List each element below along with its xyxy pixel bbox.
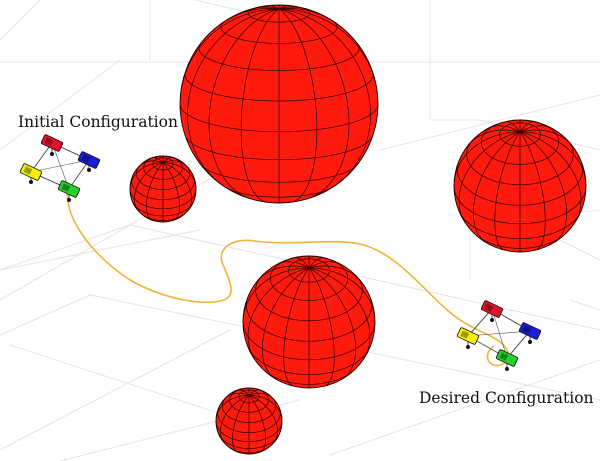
robot-yellow [456, 327, 480, 345]
sphere-large-top [179, 4, 379, 204]
initial-configuration-label: Initial Configuration [18, 113, 178, 131]
sphere-longitude-line [261, 267, 310, 380]
sphere-longitude-line [466, 129, 521, 147]
robot-red [40, 134, 64, 152]
sphere-longitude-line [243, 267, 310, 323]
formation-link [467, 308, 493, 337]
sphere-longitude-line [278, 8, 371, 187]
sphere-longitude-line [247, 267, 310, 360]
sphere-mesh [454, 120, 586, 252]
robot-marker [29, 180, 33, 184]
sphere-outline [129, 155, 197, 223]
formation-link [30, 142, 53, 173]
sphere-longitude-line [308, 267, 371, 360]
robot-green [57, 180, 81, 198]
robot-marker [466, 345, 470, 349]
sphere-outline [242, 255, 376, 389]
sphere-longitude-line [454, 131, 521, 187]
sphere-longitude-line [308, 261, 340, 269]
robot-red [480, 300, 504, 318]
sphere-right [453, 119, 587, 253]
formation-link [506, 330, 531, 359]
robot-blue [518, 322, 542, 340]
sphere-longitude-line [519, 129, 574, 147]
desired-formation [456, 300, 542, 371]
sphere-longitude-line [162, 162, 180, 221]
sphere-longitude-line [519, 131, 586, 187]
sphere-longitude-line [308, 267, 357, 380]
sphere-longitude-line [278, 261, 310, 269]
sphere-longitude-line [152, 157, 164, 163]
sphere-longitude-line [308, 267, 335, 387]
robot-marker [87, 168, 91, 172]
sphere-mesh [180, 5, 378, 203]
sphere-longitude-line [519, 121, 535, 133]
sphere-longitude-line [519, 131, 568, 244]
sphere-longitude-line [278, 8, 318, 203]
sphere-longitude-line [187, 8, 280, 187]
robot-marker [50, 152, 54, 156]
sphere-small-bottom [215, 387, 283, 455]
formation-link [30, 159, 90, 173]
sphere-outline [215, 387, 283, 455]
robot-yellow [19, 163, 43, 181]
sphere-longitude-line [134, 162, 164, 212]
sphere-longitude-line [232, 395, 250, 453]
robot-marker [505, 367, 509, 371]
sphere-longitude-line [283, 267, 310, 387]
sphere-longitude-line [308, 267, 375, 323]
robot-marker [67, 198, 71, 202]
sphere-longitude-line [519, 131, 546, 251]
initial-formation [19, 134, 101, 202]
sphere-longitude-line [489, 125, 521, 133]
robot-marker [528, 340, 532, 344]
formation-link [68, 159, 90, 190]
sphere-longitude-line [519, 125, 551, 133]
sphere-longitude-line [505, 121, 521, 133]
sphere-longitude-line [146, 162, 164, 221]
sphere-longitude-line [308, 265, 363, 283]
sphere-mesh [243, 256, 375, 388]
formation-path [66, 182, 510, 367]
sphere-longitude-line [216, 394, 249, 422]
sphere-small-left [129, 155, 197, 223]
sphere-outline [453, 119, 587, 253]
desired-configuration-label: Desired Configuration [419, 389, 594, 407]
sphere-longitude-line [294, 257, 310, 269]
sphere-outline [179, 4, 379, 204]
sphere-longitude-line [248, 394, 278, 443]
sphere-longitude-line [249, 394, 282, 422]
sphere-longitude-line [519, 131, 582, 224]
sphere-longitude-line [308, 257, 324, 269]
sphere-longitude-line [278, 8, 350, 200]
sphere-longitude-line [162, 162, 192, 211]
robot-blue [77, 151, 101, 169]
sphere-longitude-line [472, 131, 521, 244]
sphere-longitude-line [208, 8, 280, 200]
sphere-longitude-line [240, 8, 280, 203]
sphere-longitude-line [458, 131, 521, 224]
sphere-center [242, 255, 376, 389]
sphere-longitude-line [494, 131, 521, 251]
sphere-longitude-line [248, 395, 266, 453]
sphere-longitude-line [220, 394, 250, 444]
sphere-longitude-line [255, 265, 310, 283]
sphere-longitude-line [162, 157, 174, 163]
robot-green [495, 349, 519, 367]
robot-marker [490, 318, 494, 322]
